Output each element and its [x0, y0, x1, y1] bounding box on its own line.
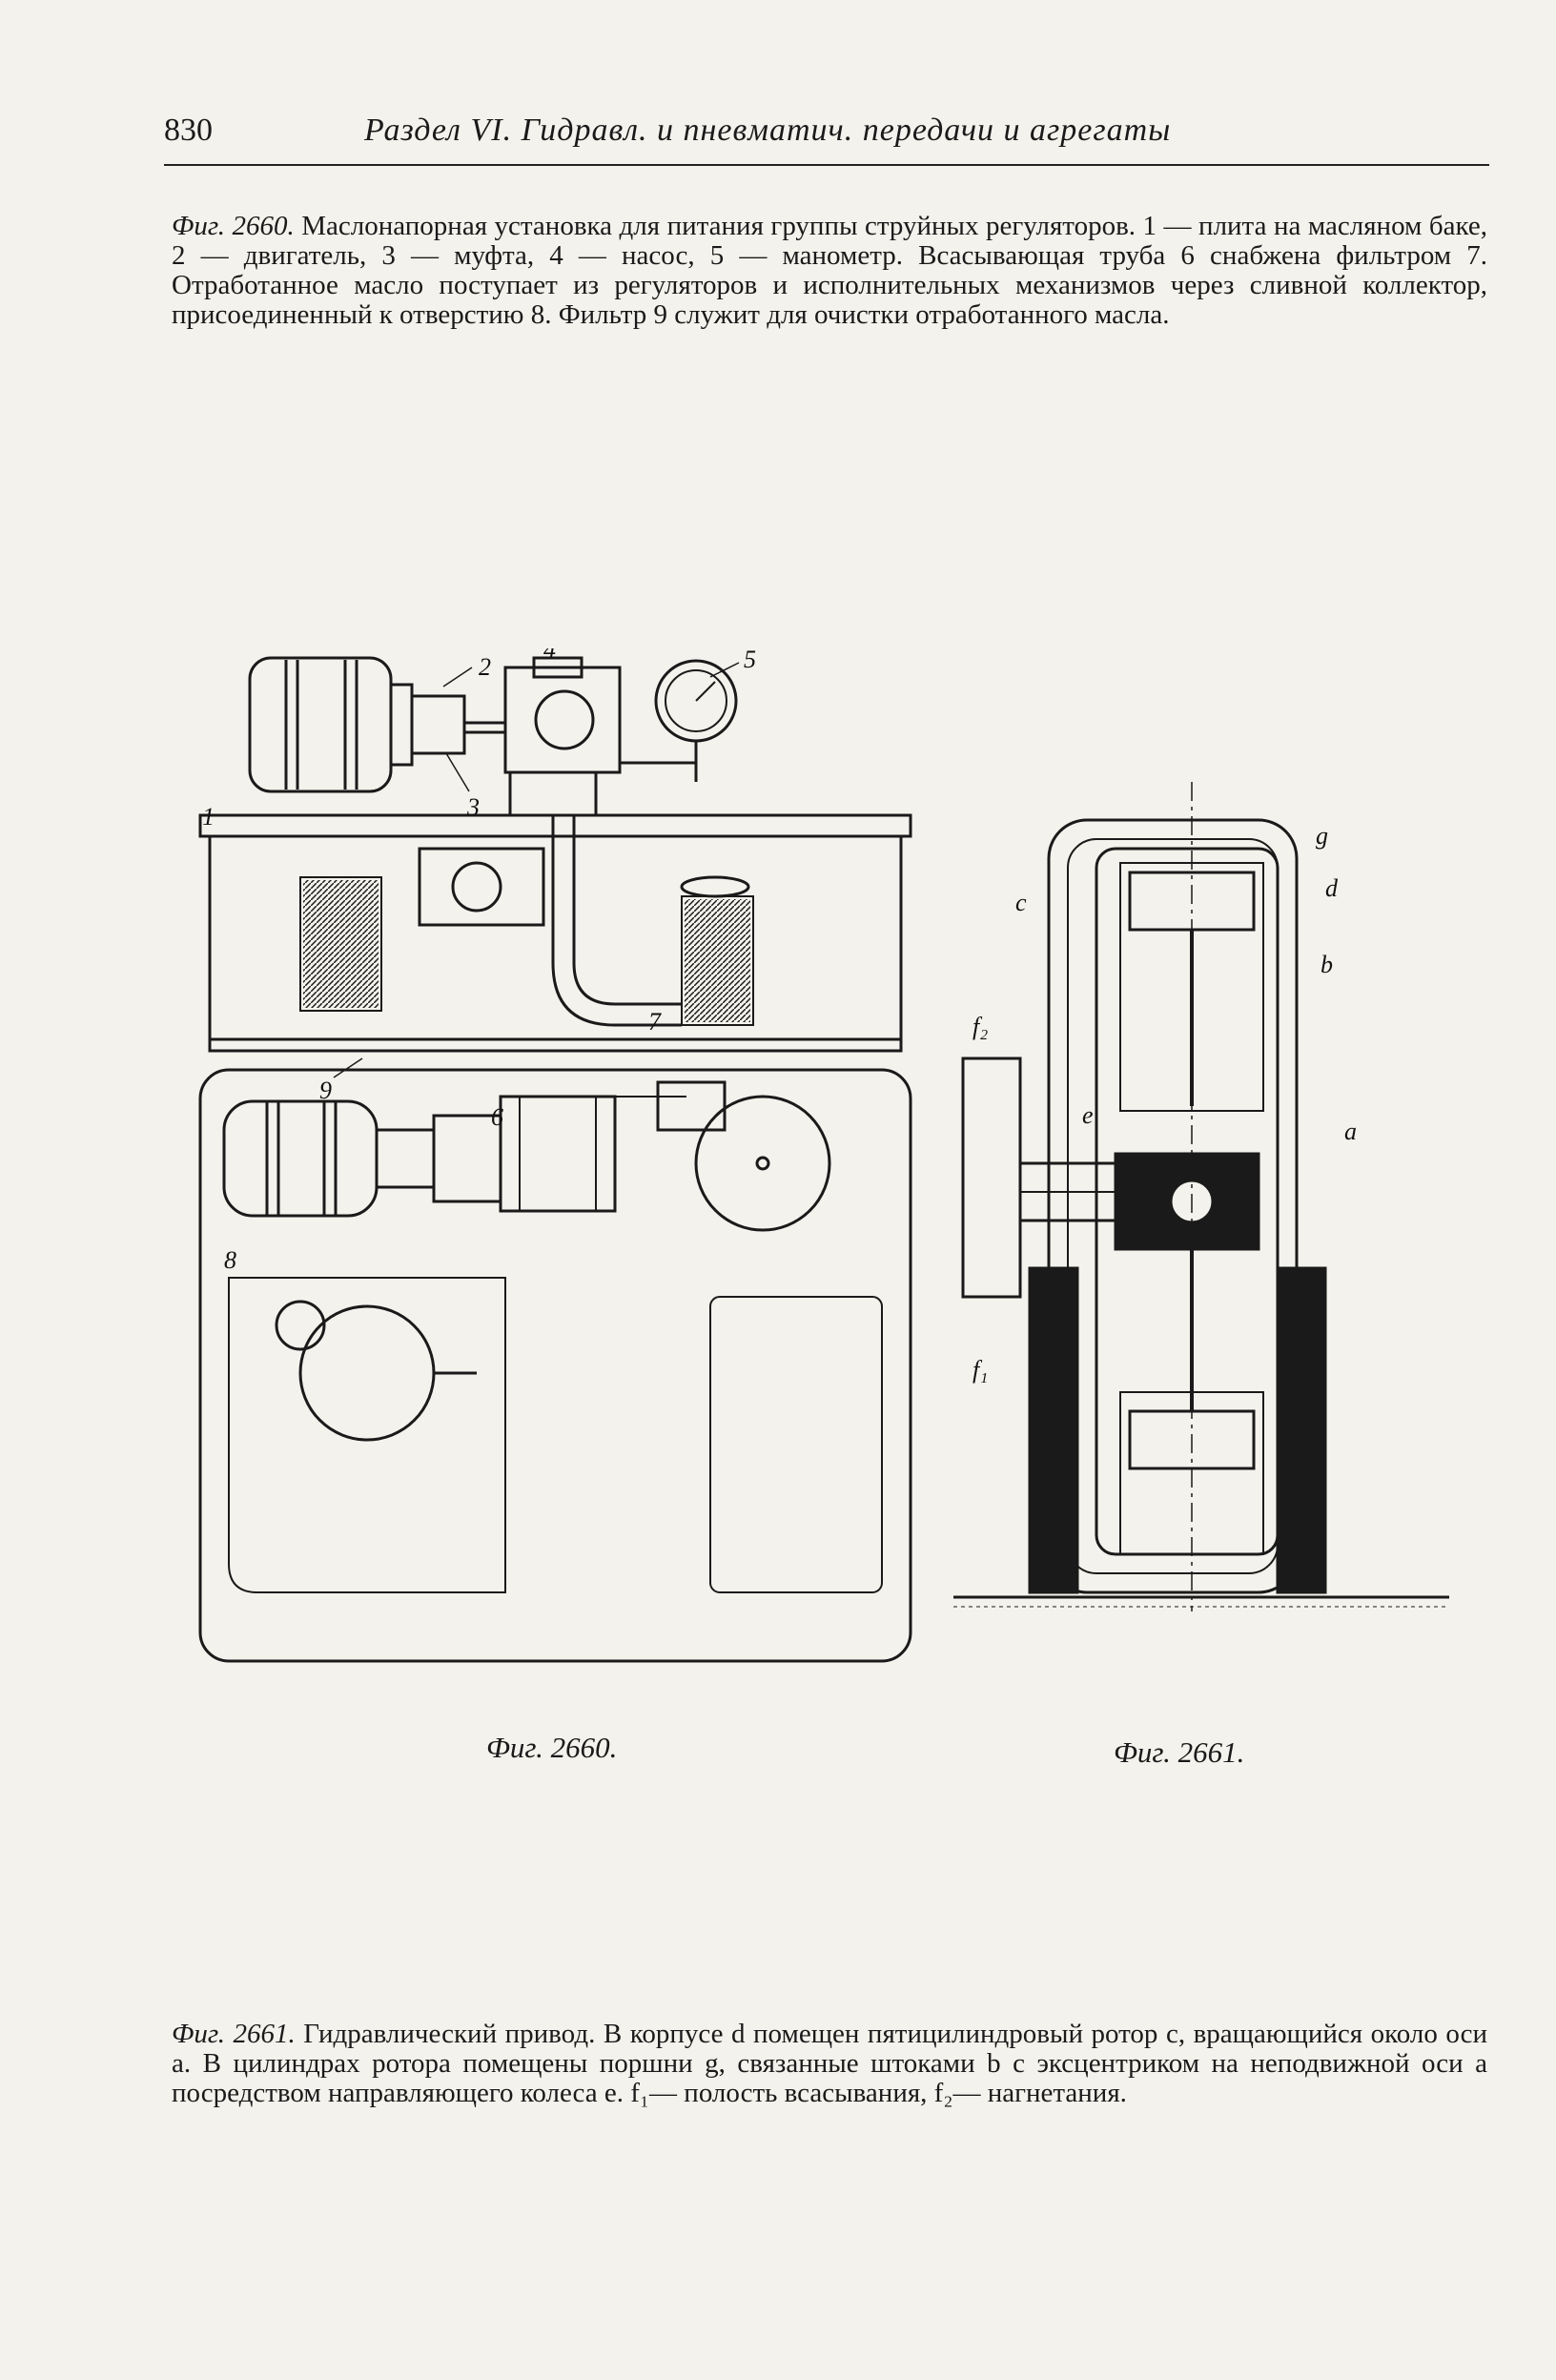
- page-number: 830: [164, 113, 213, 148]
- figure-2661-drawing: g d c b e a f₂ f₁: [953, 782, 1449, 1611]
- filter-9: [299, 876, 382, 1012]
- casing-d: [1047, 818, 1299, 1594]
- oil-tank: [208, 834, 903, 1053]
- header-rule: [164, 164, 1489, 166]
- caption-fig-2660: Фиг. 2660. Маслонапорная установка для п…: [172, 212, 1487, 330]
- tank-plate: [198, 813, 912, 838]
- figure-label-2661: Фиг. 2661.: [1114, 1735, 1245, 1769]
- figure-label-2660: Фиг. 2660.: [486, 1731, 618, 1764]
- caption-fig-2661: Фиг. 2661. Гидравлический привод. В корп…: [172, 2020, 1487, 2108]
- callout-a: a: [1344, 1118, 1357, 1145]
- callout-6: 6: [491, 1103, 503, 1131]
- callout-8: 8: [224, 1246, 236, 1274]
- callout-4: 4: [543, 648, 556, 664]
- callout-1: 1: [202, 803, 215, 831]
- callout-3: 3: [466, 793, 480, 821]
- figure-2660-drawing: 2 4 5 3 1 9 6 7 8: [198, 648, 912, 1663]
- callout-5: 5: [744, 648, 756, 673]
- page-header: 830 Раздел VI. Гидравл. и пневматич. пер…: [164, 113, 1489, 160]
- caption-lead: Фиг. 2661.: [172, 2019, 296, 2049]
- callout-e: e: [1082, 1101, 1094, 1129]
- callout-9: 9: [319, 1077, 332, 1104]
- callout-7: 7: [648, 1008, 662, 1036]
- callout-g: g: [1316, 822, 1328, 850]
- plan-view-base: [198, 1068, 912, 1663]
- caption-lead: Фиг. 2660.: [172, 211, 295, 241]
- callout-b: b: [1321, 951, 1333, 978]
- caption-text: Гидравлический привод. В корпусе d помещ…: [172, 2019, 1487, 2108]
- callout-f1: f₁: [972, 1356, 988, 1384]
- hole-8: [275, 1300, 326, 1351]
- callout-d: d: [1325, 874, 1339, 902]
- running-title: Раздел VI. Гидравл. и пневматич. передач…: [364, 113, 1172, 148]
- callout-c: c: [1015, 889, 1027, 916]
- pump: [503, 666, 622, 774]
- motor: [248, 656, 393, 793]
- callout-f2: f₂: [972, 1013, 988, 1040]
- caption-text: Маслонапорная установка для питания груп…: [172, 211, 1487, 330]
- callout-2: 2: [479, 653, 491, 681]
- coupling: [410, 694, 466, 755]
